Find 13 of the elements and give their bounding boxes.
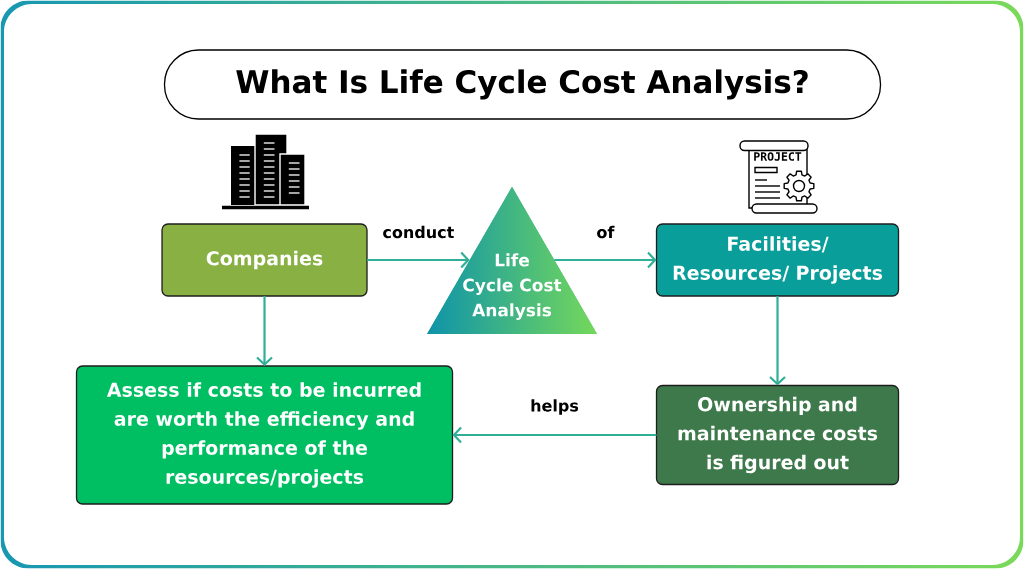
process-box: Ownership and maintenance costs is figured out	[655, 384, 900, 486]
edge-label: of	[597, 225, 615, 239]
arrow	[452, 426, 657, 444]
arrow	[367, 251, 470, 269]
document-heading: PROJECT	[754, 152, 802, 161]
arrow	[769, 296, 786, 386]
edge-label: helps	[531, 399, 579, 415]
title: What Is Life Cycle Cost Analysis?	[163, 49, 882, 120]
process-box: Companies	[161, 223, 368, 297]
process-box: Facilities/ Resources/ Projects	[655, 223, 900, 297]
process-box: Assess if costs to be incurred are worth the efficiency and performance of the resources/projects	[75, 365, 454, 505]
arrow	[554, 251, 657, 269]
arrow	[256, 296, 273, 366]
